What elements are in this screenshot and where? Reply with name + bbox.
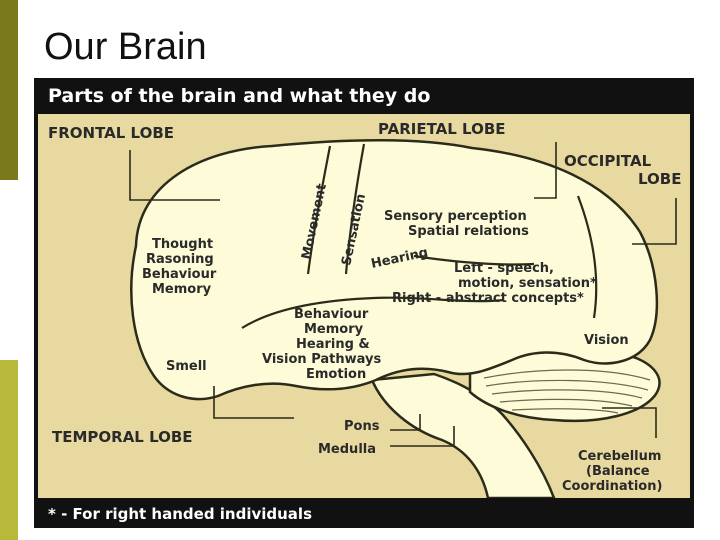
frontal-function-2: Rasoning — [146, 252, 214, 267]
cerebellum-function-2: (Balance — [586, 464, 650, 479]
cerebellum-function-3: Coordination) — [562, 479, 662, 494]
occipital-lobe-label-line1: OCCIPITAL — [564, 152, 652, 170]
left-right-function-2: motion, sensation* — [458, 276, 597, 291]
figure-header: Parts of the brain and what they do — [48, 85, 430, 107]
left-right-function-1: Left - speech, — [454, 261, 554, 276]
frontal-function-4: Memory — [152, 282, 212, 297]
label-pointers — [129, 142, 677, 447]
slide-accent-strip-bottom — [0, 360, 18, 540]
smell-label: Smell — [166, 359, 207, 374]
brain-figure: Parts of the brain and what they do FRON… — [34, 78, 694, 528]
occipital-lobe-label-line2: LOBE — [638, 170, 681, 188]
figure-header-bar — [34, 78, 694, 114]
cerebellum-folds — [483, 369, 651, 414]
brain-sulci — [241, 143, 598, 329]
parietal-function-1: Sensory perception — [384, 209, 527, 224]
parietal-lobe-label: PARIETAL LOBE — [378, 120, 506, 138]
slide-title: Our Brain — [44, 26, 207, 68]
temporal-function-1: Behaviour — [294, 307, 369, 322]
figure-footer-bar — [34, 498, 694, 528]
cerebrum — [130, 138, 659, 401]
figure-footer: * - For right handed individuals — [48, 505, 312, 523]
left-right-function-3: Right - abstract concepts* — [392, 291, 584, 306]
temporal-function-4: Vision Pathways — [262, 352, 381, 367]
cerebellum-function-1: Cerebellum — [578, 449, 661, 464]
temporal-function-3: Hearing & — [296, 337, 370, 352]
frontal-lobe-label: FRONTAL LOBE — [48, 124, 174, 142]
vision-label: Vision — [584, 333, 629, 348]
frontal-function-1: Thought — [152, 237, 213, 252]
medulla-label: Medulla — [318, 442, 376, 457]
pons-label: Pons — [344, 419, 380, 434]
temporal-function-2: Memory — [304, 322, 364, 337]
frontal-function-3: Behaviour — [142, 267, 217, 282]
temporal-function-5: Emotion — [306, 367, 366, 382]
temporal-lobe-label: TEMPORAL LOBE — [52, 428, 193, 446]
slide-accent-strip-top — [0, 0, 18, 180]
parietal-function-2: Spatial relations — [408, 224, 529, 239]
